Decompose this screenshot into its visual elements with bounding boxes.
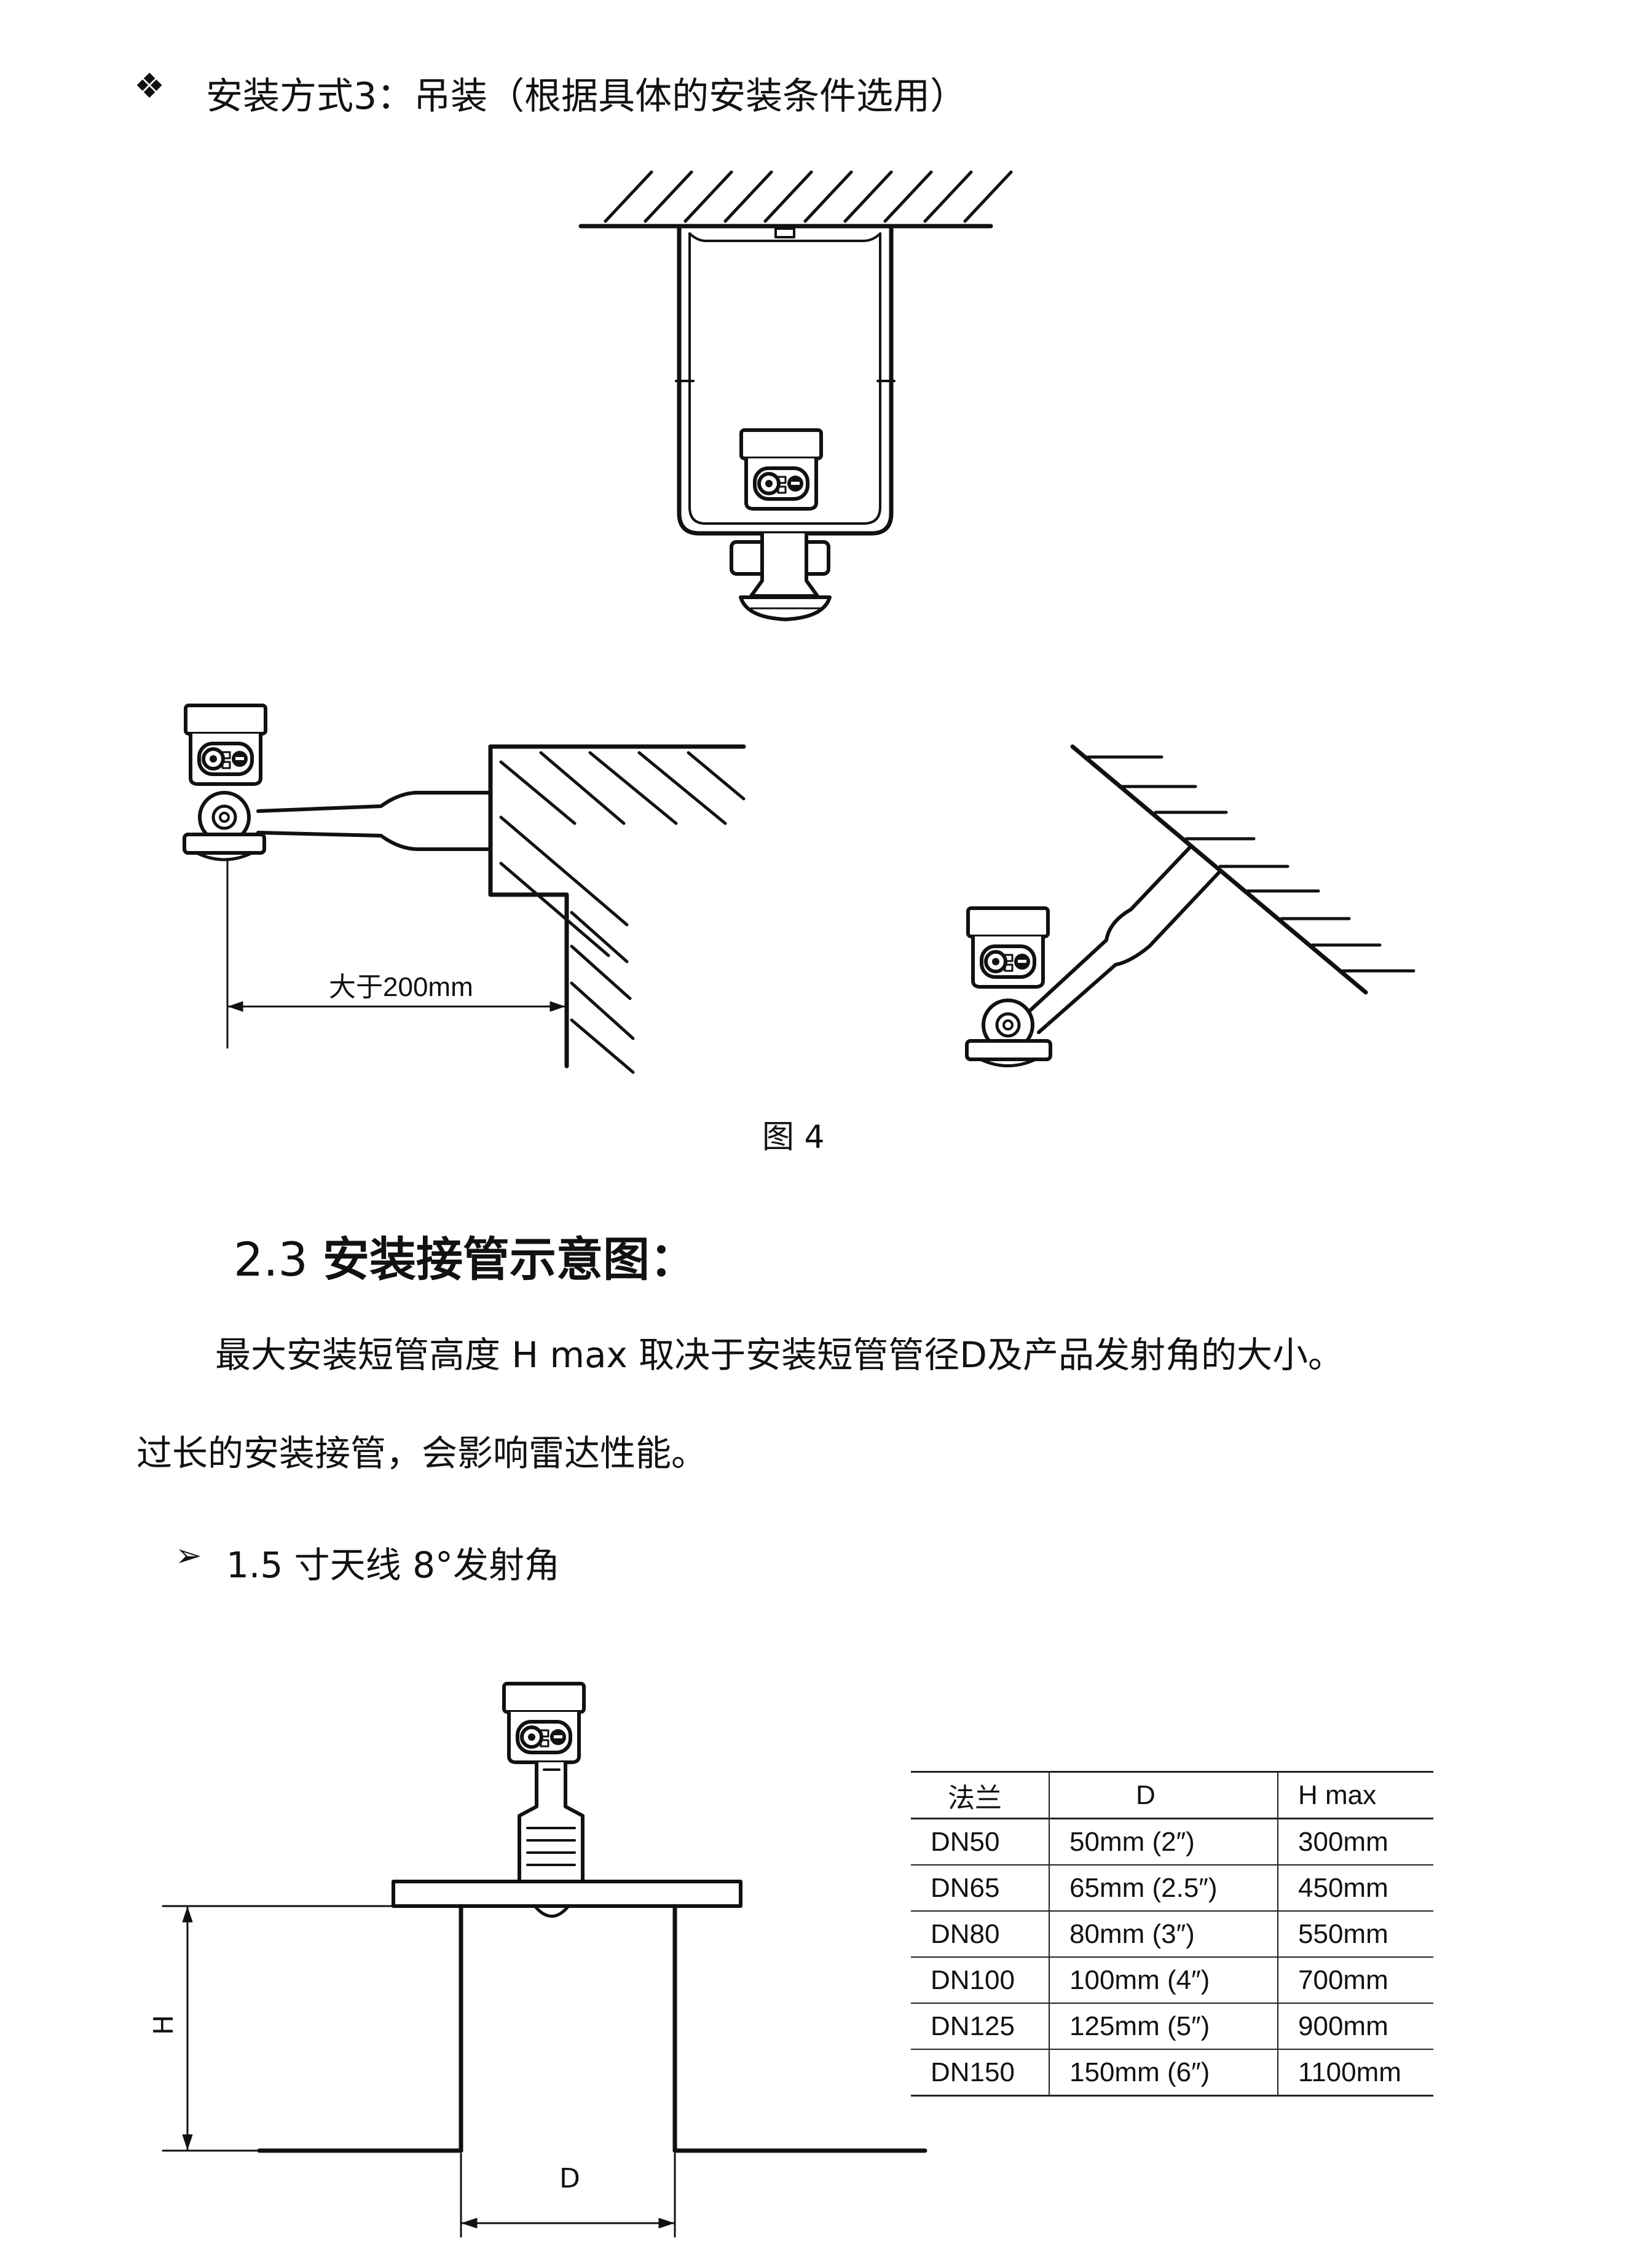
table-row: DN150 150mm (6″) 1100mm — [911, 2049, 1433, 2097]
header-hmax: H max — [1277, 1771, 1433, 1819]
section-heading: 2.3 安装接管示意图： — [234, 1222, 696, 1289]
cell-flange: DN150 — [911, 2049, 1049, 2097]
section-title: 安装接管示意图： — [323, 1232, 697, 1287]
diameter-label: D — [559, 2163, 580, 2194]
cell-diameter: 80mm (3″) — [1049, 1911, 1278, 1958]
cell-flange: DN125 — [911, 2003, 1049, 2050]
cell-diameter: 50mm (2″) — [1049, 1818, 1278, 1866]
pipe-nozzle-diagram — [162, 1684, 927, 2238]
cell-flange: DN100 — [911, 1957, 1049, 2004]
flange-table: 法兰 D H max DN50 50mm (2″) 300mm DN65 65m… — [911, 1771, 1433, 2097]
table-row: DN80 80mm (3″) 550mm — [911, 1911, 1433, 1958]
section-number: 2.3 — [234, 1232, 308, 1287]
cell-diameter: 150mm (6″) — [1049, 2049, 1278, 2097]
cell-hmax: 1100mm — [1277, 2049, 1433, 2097]
header-flange: 法兰 — [911, 1771, 1049, 1819]
cell-hmax: 550mm — [1277, 1911, 1433, 1958]
clearance-dimension-label: 大于200mm — [329, 972, 473, 1002]
cell-diameter: 65mm (2.5″) — [1049, 1865, 1278, 1912]
table-row: DN100 100mm (4″) 700mm — [911, 1957, 1433, 2004]
cell-flange: DN65 — [911, 1865, 1049, 1912]
paragraph-line-2: 过长的安装接管，会影响雷达性能。 — [136, 1432, 707, 1474]
cell-hmax: 700mm — [1277, 1957, 1433, 2004]
sloped-mount-diagram — [965, 744, 1416, 1067]
cell-flange: DN80 — [911, 1911, 1049, 1958]
cell-diameter: 100mm (4″) — [1049, 1957, 1278, 2004]
figure-caption: 图 4 — [762, 1119, 825, 1156]
arrow-bullet-icon: ➢ — [175, 1537, 202, 1574]
cell-flange: DN50 — [911, 1818, 1049, 1866]
table-row: DN125 125mm (5″) 900mm — [911, 2003, 1433, 2050]
ceiling-mount-diagram — [578, 170, 1013, 621]
wall-mount-diagram — [183, 705, 746, 1074]
cell-hmax: 450mm — [1277, 1865, 1433, 1912]
cell-hmax: 900mm — [1277, 2003, 1433, 2050]
table-row: DN50 50mm (2″) 300mm — [911, 1818, 1433, 1866]
bullet-diamond-icon: ❖ — [134, 66, 165, 106]
cell-diameter: 125mm (5″) — [1049, 2003, 1278, 2050]
cell-hmax: 300mm — [1277, 1818, 1433, 1866]
antenna-spec-item: 1.5 寸天线 8°发射角 — [226, 1544, 561, 1586]
table-row: DN65 65mm (2.5″) 450mm — [911, 1865, 1433, 1912]
table-header-row: 法兰 D H max — [911, 1771, 1433, 1819]
header-diameter: D — [1049, 1771, 1278, 1819]
paragraph-line-1: 最大安装短管高度 H max 取决于安装短管管径D及产品发射角的大小。 — [215, 1334, 1344, 1376]
installation-method-heading: 安装方式3：吊装（根据具体的安装条件选用） — [206, 75, 967, 118]
height-label: H — [148, 2014, 180, 2036]
